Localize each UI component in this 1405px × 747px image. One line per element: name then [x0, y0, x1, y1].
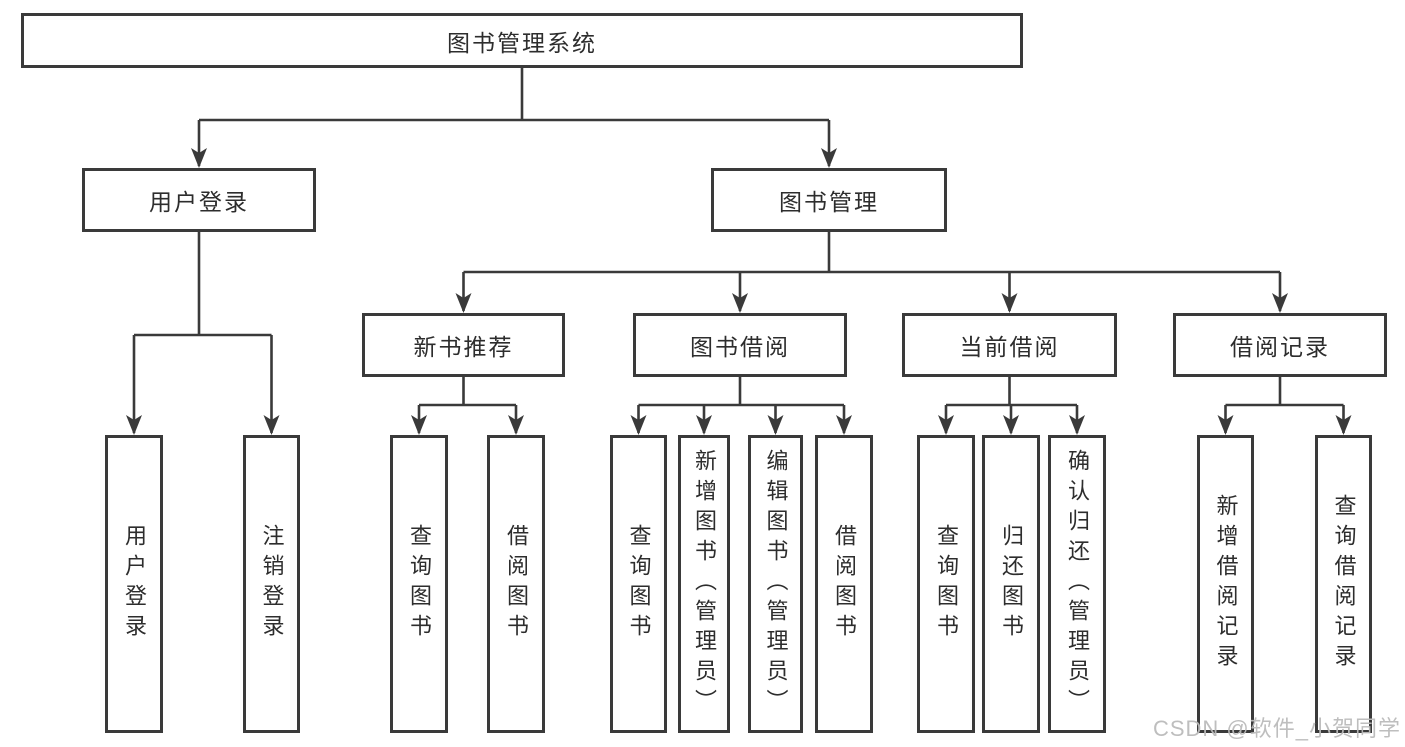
leaf-add-borrow-record-label: 新增借阅记录 [1213, 494, 1239, 674]
leaf-logout-login: 注销登录 [243, 435, 300, 733]
node-user-login-label: 用户登录 [149, 189, 249, 215]
connector-new-book-branch [417, 377, 518, 433]
leaf-return-books-label: 归还图书 [999, 524, 1024, 644]
leaf-return-books: 归还图书 [982, 435, 1040, 733]
leaf-confirm-return-admin-label: 确认归还（管理员） [1065, 449, 1090, 719]
leaf-add-books-admin: 新增图书（管理员） [678, 435, 730, 733]
node-new-book-recommend: 新书推荐 [362, 313, 565, 377]
leaf-query-books-recommend-label: 查询图书 [407, 524, 432, 644]
leaf-confirm-return-admin: 确认归还（管理员） [1048, 435, 1106, 733]
leaf-query-books-borrow-label: 查询图书 [626, 524, 652, 644]
leaf-edit-books-admin: 编辑图书（管理员） [748, 435, 803, 733]
arrowheads [126, 148, 1352, 435]
leaf-logout-login-label: 注销登录 [259, 524, 285, 644]
csdn-watermark: CSDN @软件_小贺同学 [1152, 716, 1401, 741]
leaf-query-books-current: 查询图书 [917, 435, 975, 733]
connector-borrow-records-branch [1224, 377, 1345, 433]
leaf-borrow-books-recommend-label: 借阅图书 [504, 524, 529, 644]
connector-user-login-branch [132, 232, 273, 433]
node-user-login: 用户登录 [82, 168, 316, 232]
node-borrow-records-label: 借阅记录 [1230, 334, 1330, 360]
node-current-borrow-label: 当前借阅 [959, 334, 1060, 360]
leaf-edit-books-admin-label: 编辑图书（管理员） [763, 449, 789, 719]
leaf-user-login: 用户登录 [105, 435, 163, 733]
leaf-query-books-borrow: 查询图书 [610, 435, 667, 733]
node-book-borrow: 图书借阅 [633, 313, 847, 377]
leaf-user-login-label: 用户登录 [122, 524, 147, 644]
connector-book-borrow-branch [637, 377, 846, 433]
node-root-label: 图书管理系统 [447, 29, 597, 56]
node-book-management: 图书管理 [711, 168, 947, 232]
connector-current-borrow-branch [944, 377, 1079, 433]
leaf-query-books-current-label: 查询图书 [934, 524, 959, 644]
leaf-query-books-recommend: 查询图书 [390, 435, 448, 733]
node-borrow-records: 借阅记录 [1173, 313, 1387, 377]
node-new-book-recommend-label: 新书推荐 [413, 334, 514, 360]
node-current-borrow: 当前借阅 [902, 313, 1117, 377]
connector-book-management-branch [462, 232, 1282, 311]
leaf-query-borrow-record: 查询借阅记录 [1315, 435, 1372, 733]
leaf-add-borrow-record: 新增借阅记录 [1197, 435, 1254, 733]
node-book-borrow-label: 图书借阅 [690, 334, 790, 360]
leaf-add-books-admin-label: 新增图书（管理员） [692, 449, 717, 719]
node-root-library-system: 图书管理系统 [21, 13, 1023, 68]
connector-root-branch [197, 68, 831, 166]
leaf-borrow-books-label: 借阅图书 [832, 524, 857, 644]
leaf-borrow-books-recommend: 借阅图书 [487, 435, 545, 733]
leaf-query-borrow-record-label: 查询借阅记录 [1331, 494, 1357, 674]
leaf-borrow-books: 借阅图书 [815, 435, 873, 733]
node-book-management-label: 图书管理 [779, 189, 879, 215]
